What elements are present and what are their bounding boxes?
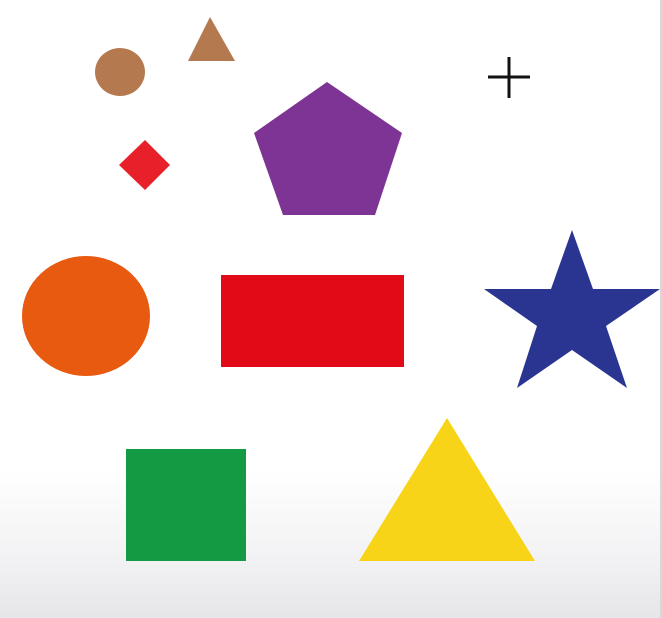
blue-star [484, 230, 660, 388]
red-rectangle [221, 275, 404, 367]
small-red-diamond [119, 140, 170, 190]
purple-pentagon [254, 82, 402, 215]
small-brown-triangle [188, 17, 235, 61]
crosshair [488, 57, 530, 98]
small-brown-circle [95, 48, 145, 96]
orange-circle [22, 256, 150, 376]
green-square [126, 449, 246, 561]
yellow-triangle [359, 418, 535, 561]
